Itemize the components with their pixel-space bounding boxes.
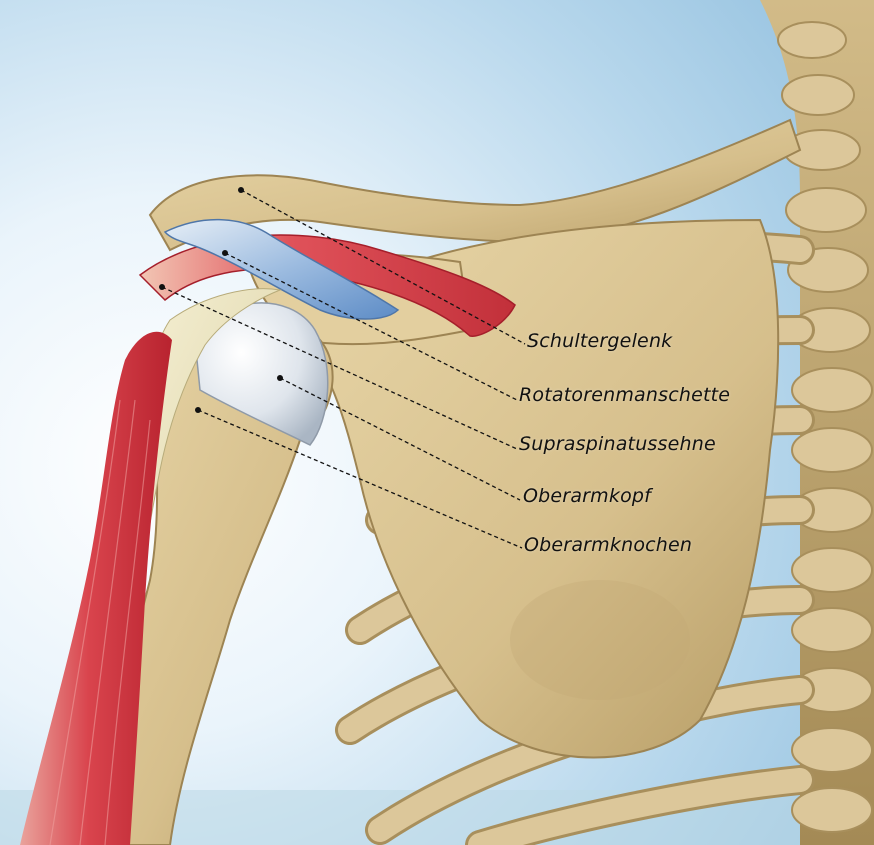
callout-dot-rotatorenmanschette	[222, 250, 228, 256]
callout-dot-oberarmkopf	[277, 375, 283, 381]
callout-dot-oberarmknochen	[195, 407, 201, 413]
label-oberarmkopf: Oberarmkopf	[523, 485, 651, 507]
label-supraspinatussehne: Supraspinatussehne	[519, 433, 716, 455]
label-schultergelenk: Schultergelenk	[527, 330, 672, 352]
label-oberarmknochen: Oberarmknochen	[524, 534, 692, 556]
callout-dot-supraspinatussehne	[159, 284, 165, 290]
callout-dot-schultergelenk	[238, 187, 244, 193]
label-rotatorenmanschette: Rotatorenmanschette	[519, 384, 730, 406]
